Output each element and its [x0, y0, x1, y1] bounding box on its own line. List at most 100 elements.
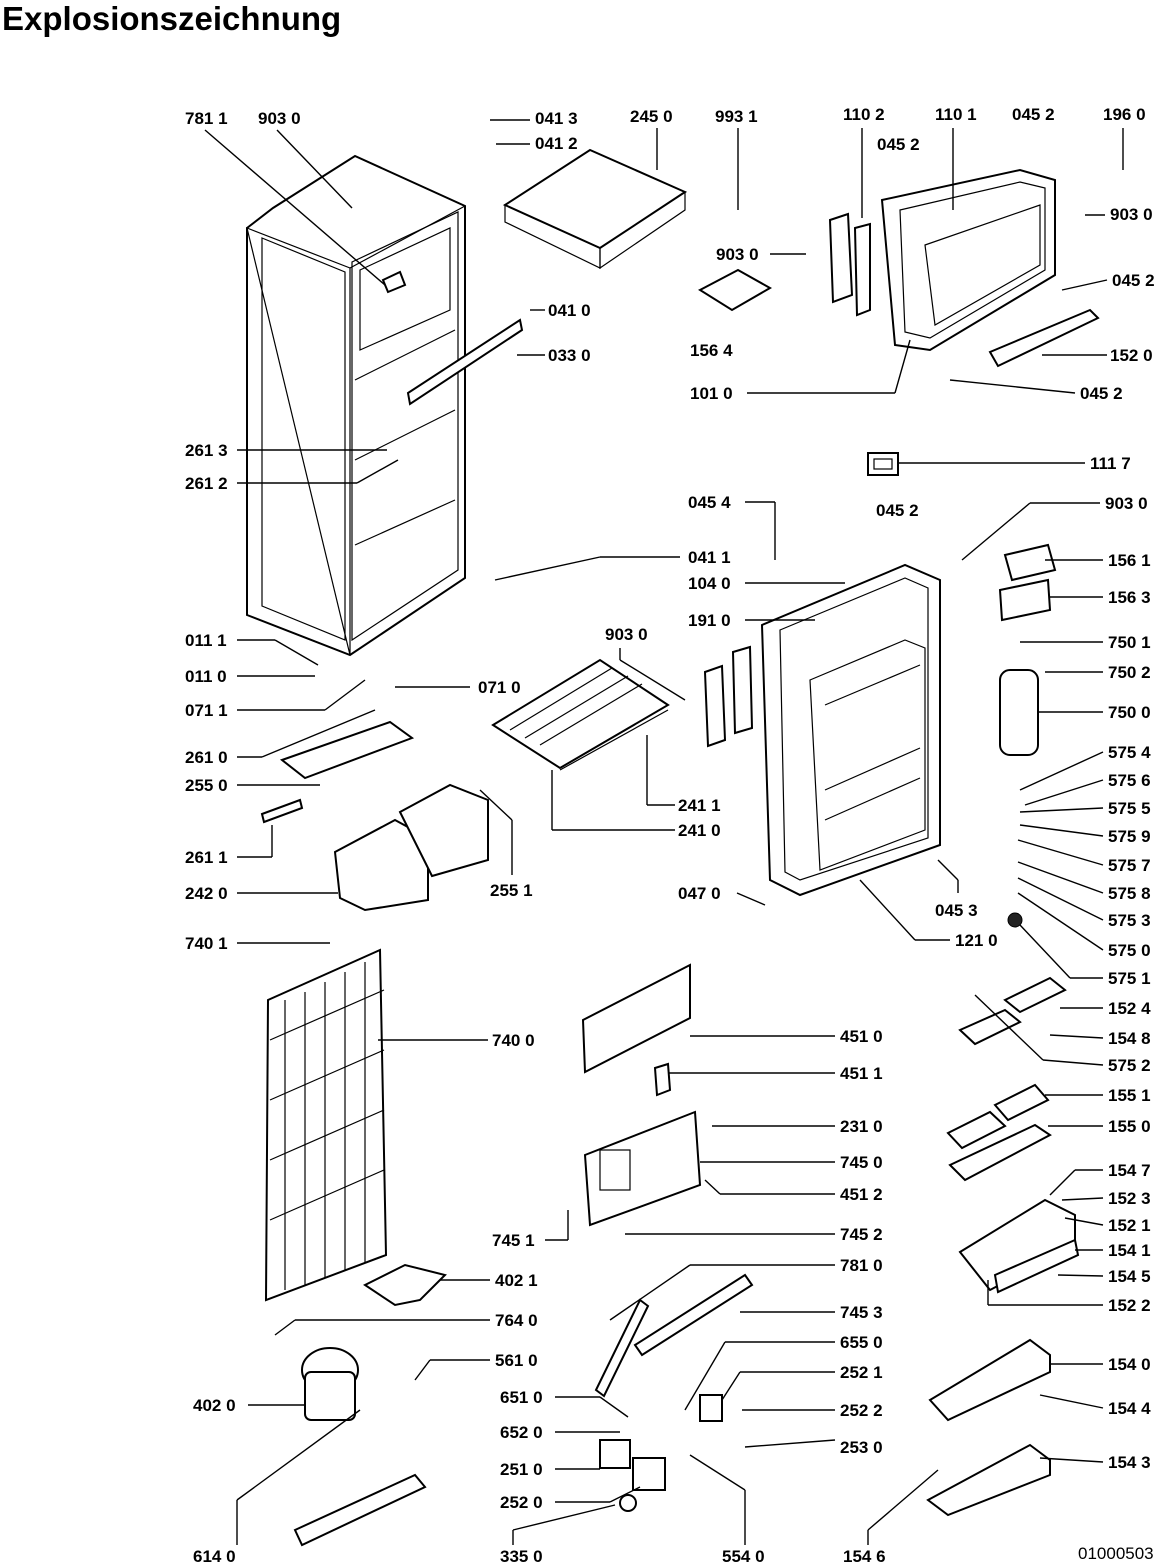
callout-label: 575 9	[1108, 827, 1151, 846]
callout-label: 745 0	[840, 1153, 883, 1172]
callout-label: 156 4	[690, 341, 733, 360]
callout-label: 245 0	[630, 107, 673, 126]
freezer-door-drawing	[828, 168, 1056, 352]
light-assembly-drawing	[998, 543, 1057, 928]
callout-label: 575 7	[1108, 856, 1151, 875]
callout-label: 251 0	[500, 1460, 543, 1479]
callout-label: 242 0	[185, 884, 228, 903]
callout-label: 764 0	[495, 1311, 538, 1330]
callout-label: 041 1	[688, 548, 731, 567]
callout-label: 045 2	[877, 135, 920, 154]
light-cover-drawing	[581, 963, 702, 1227]
callout-label: 045 2	[1112, 271, 1155, 290]
callout-label: 045 2	[876, 501, 919, 520]
callout-label: 255 0	[185, 776, 228, 795]
callout-label: 903 0	[1110, 205, 1153, 224]
ice-tray-drawing	[697, 268, 773, 312]
callout-label: 110 2	[843, 105, 885, 124]
callout-label: 231 0	[840, 1117, 883, 1136]
callout-label: 121 0	[955, 931, 998, 950]
callout-label: 111 7	[1090, 454, 1131, 473]
callout-label: 745 2	[840, 1225, 883, 1244]
callout-label: 750 0	[1108, 703, 1151, 722]
callout-label: 575 1	[1108, 969, 1151, 988]
callout-label: 614 0	[193, 1547, 236, 1566]
callout-label: 750 1	[1108, 633, 1151, 652]
callout-label: 451 2	[840, 1185, 883, 1204]
callout-label: 101 0	[690, 384, 733, 403]
callout-label: 561 0	[495, 1351, 538, 1370]
callout-label: 261 3	[185, 441, 228, 460]
callout-label: 575 6	[1108, 771, 1151, 790]
callout-label: 155 0	[1108, 1117, 1151, 1136]
callout-label: 335 0	[500, 1547, 543, 1566]
callout-label: 652 0	[500, 1423, 543, 1442]
callout-label: 255 1	[490, 881, 533, 900]
callout-label: 740 1	[185, 934, 228, 953]
condenser-drawing	[264, 948, 388, 1302]
document-id: 01000503	[1078, 1544, 1154, 1563]
callout-label: 740 0	[492, 1031, 535, 1050]
callout-label: 575 0	[1108, 941, 1151, 960]
callout-label: 745 1	[492, 1231, 535, 1250]
callout-label: 156 3	[1108, 588, 1151, 607]
callout-label: 241 0	[678, 821, 721, 840]
callout-label: 781 1	[185, 109, 228, 128]
callout-label: 104 0	[688, 574, 731, 593]
callout-label: 045 4	[688, 493, 731, 512]
callout-label: 554 0	[722, 1547, 765, 1566]
bracket-drawing	[594, 1273, 754, 1512]
callout-label: 045 2	[1012, 105, 1055, 124]
callout-label: 154 8	[1108, 1029, 1151, 1048]
callout-label: 575 2	[1108, 1056, 1151, 1075]
callout-label: 745 3	[840, 1303, 883, 1322]
callout-label: 152 4	[1108, 999, 1151, 1018]
callout-label: 252 0	[500, 1493, 543, 1512]
callout-label: 033 0	[548, 346, 591, 365]
leader-lines	[204, 119, 1124, 1545]
wire-shelf-drawing	[491, 658, 670, 771]
door-shelves-drawing	[926, 976, 1080, 1517]
callout-label: 252 2	[840, 1401, 883, 1420]
callout-label: 655 0	[840, 1333, 883, 1352]
callout-label: 041 3	[535, 109, 578, 128]
callout-label: 241 1	[678, 796, 721, 815]
callout-label: 045 3	[935, 901, 978, 920]
callout-label: 903 0	[258, 109, 301, 128]
callout-labels: 781 1 903 0 041 3 041 2 245 0 993 1 110 …	[185, 105, 1155, 1566]
callout-label: 154 4	[1108, 1399, 1151, 1418]
crisper-drawing	[260, 720, 489, 912]
callout-label: 047 0	[678, 884, 721, 903]
callout-label: 253 0	[840, 1438, 883, 1457]
callout-label: 575 8	[1108, 884, 1151, 903]
fridge-door-drawing	[703, 563, 941, 897]
callout-label: 154 6	[843, 1547, 886, 1566]
callout-label: 402 1	[495, 1271, 538, 1290]
callout-label: 402 0	[193, 1396, 236, 1415]
label-111-drawing	[867, 452, 899, 476]
callout-label: 191 0	[688, 611, 731, 630]
callout-label: 041 2	[535, 134, 578, 153]
callout-label: 110 1	[935, 105, 977, 124]
callout-label: 903 0	[605, 625, 648, 644]
callout-label: 011 0	[185, 667, 227, 686]
callout-label: 261 0	[185, 748, 228, 767]
rail-033-drawing	[406, 318, 524, 406]
callout-label: 011 1	[185, 631, 227, 650]
callout-label: 252 1	[840, 1363, 883, 1382]
callout-label: 781 0	[840, 1256, 883, 1275]
callout-label: 071 1	[185, 701, 228, 720]
callout-label: 261 1	[185, 848, 228, 867]
callout-label: 575 3	[1108, 911, 1151, 930]
callout-label: 575 4	[1108, 743, 1151, 762]
page-title: Explosionszeichnung	[2, 0, 342, 37]
callout-label: 993 1	[715, 107, 758, 126]
freezer-shelf-drawing	[502, 148, 688, 270]
callout-label: 750 2	[1108, 663, 1151, 682]
callout-label: 575 5	[1108, 799, 1151, 818]
callout-label: 451 1	[840, 1064, 883, 1083]
callout-label: 041 0	[548, 301, 591, 320]
callout-label: 651 0	[500, 1388, 543, 1407]
cabinet-drawing	[246, 154, 466, 657]
